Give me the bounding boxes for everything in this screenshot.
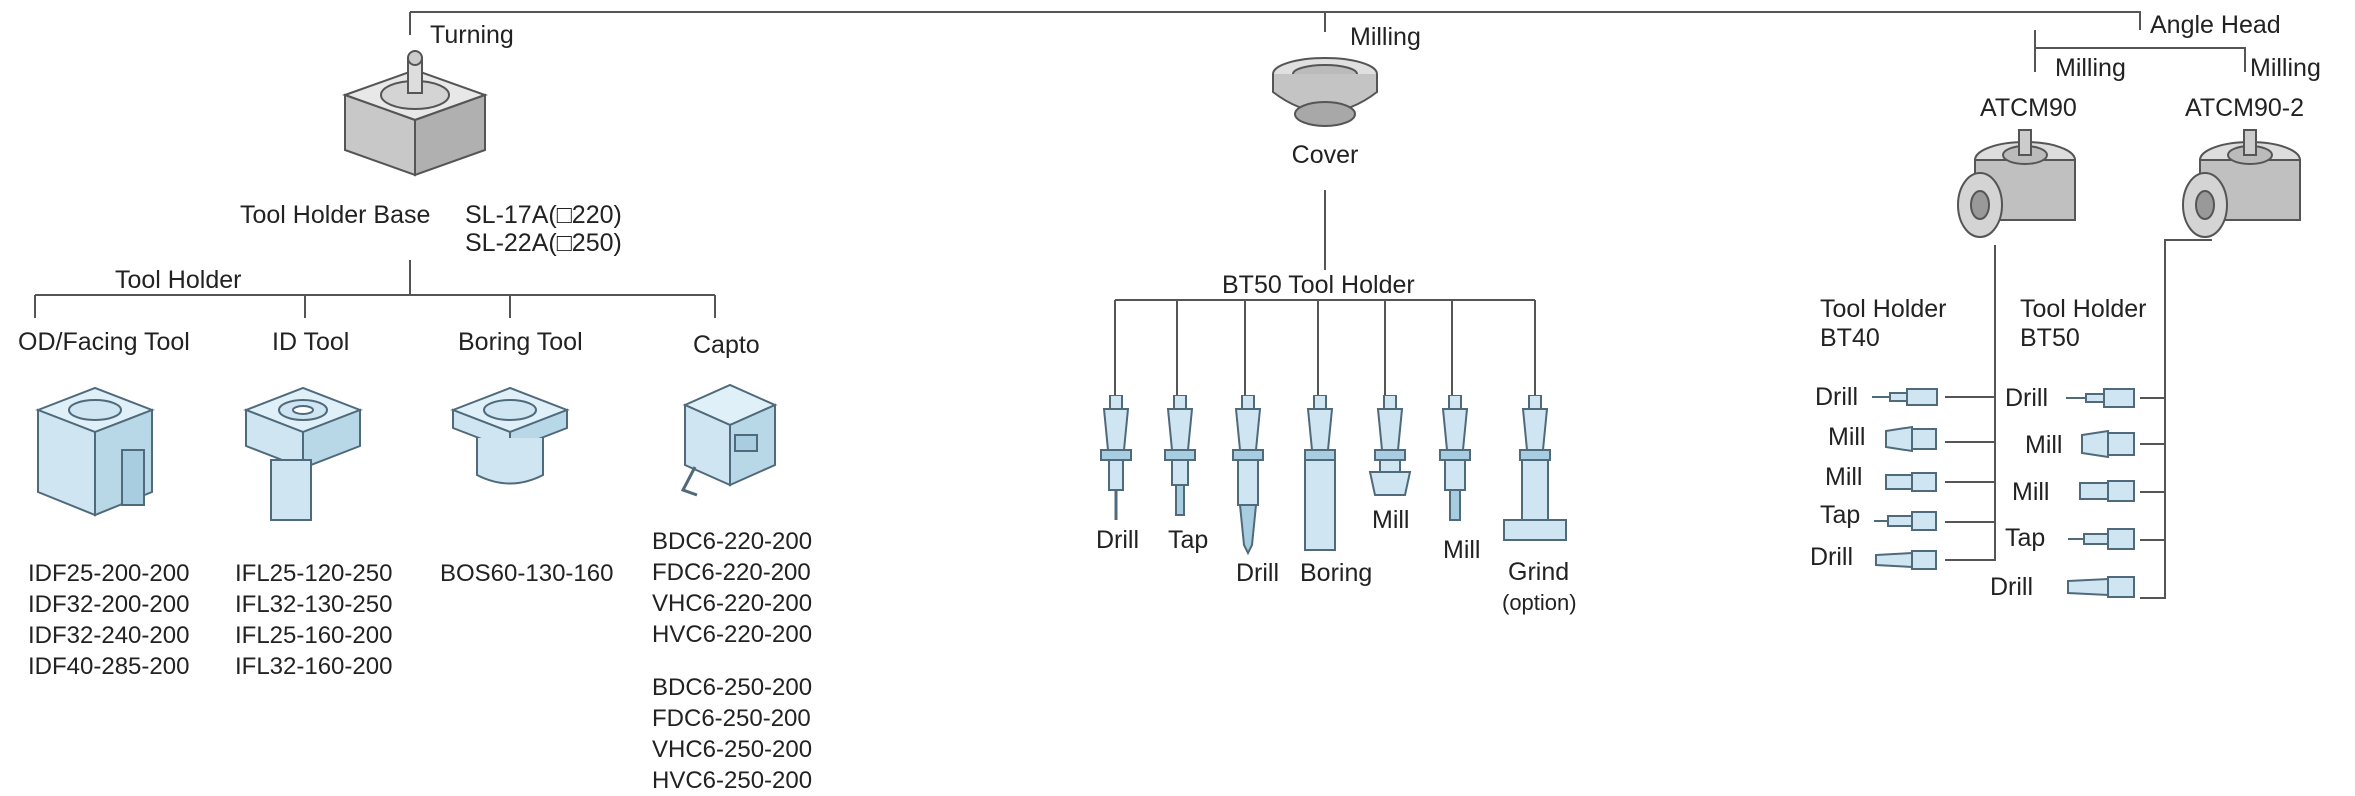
bt50-ah-holder-title: Tool Holder <box>2020 295 2147 323</box>
code-item: IFL25-120-250 <box>235 560 393 587</box>
bt50-ah-tool-mill-2: Mill <box>2012 478 2050 506</box>
id-tool-title: ID Tool <box>272 328 350 356</box>
bt50-tool-grind: Grind <box>1508 558 1570 586</box>
atcm90-2-image <box>2182 129 2301 238</box>
bt50-ah-holder-spec: BT50 <box>2020 324 2080 352</box>
bt50-drill-2-image <box>1232 395 1264 555</box>
code-item: HVC6-220-200 <box>652 621 813 648</box>
code-item: IFL25-160-200 <box>235 622 393 649</box>
code-item: IFL32-130-250 <box>235 591 393 618</box>
bt50-tool-mill-2: Mill <box>1443 536 1481 564</box>
bt40-tool-tap: Tap <box>1820 501 1861 529</box>
bt50-tool-boring: Boring <box>1300 559 1373 587</box>
bt50-grind-option-note: (option) <box>1502 590 1577 615</box>
angle-head-milling-1: Milling <box>2055 54 2126 82</box>
angle-head-milling-2: Milling <box>2250 54 2321 82</box>
base-model-1: SL-17A(□220) <box>465 201 622 229</box>
bt50-grind-image <box>1503 395 1567 541</box>
code-item: IFL32-160-200 <box>235 653 393 680</box>
bt50-ah-tool-drill-2: Drill <box>1990 573 2034 601</box>
id-tool-image <box>243 386 363 521</box>
boring-tool-codes: BOS60-130-160 <box>440 558 613 589</box>
code-item: IDF32-200-200 <box>28 591 190 618</box>
bt50-tool-mill: Mill <box>1372 506 1410 534</box>
bt40-holder-spec: BT40 <box>1820 324 1880 352</box>
capto-title: Capto <box>693 331 760 359</box>
bt40-tool-drill: Drill <box>1815 383 1859 411</box>
od-facing-tool-image <box>35 386 155 517</box>
code-item: IDF25-200-200 <box>28 560 190 587</box>
code-item: FDC6-220-200 <box>652 559 811 586</box>
code-item: IDF32-240-200 <box>28 622 190 649</box>
atcm90-image <box>1957 129 2076 238</box>
bt50-ah-tool-mill: Mill <box>2025 431 2063 459</box>
od-facing-tool-codes: IDF25-200-200 IDF32-200-200 IDF32-240-20… <box>28 558 189 682</box>
code-item: FDC6-250-200 <box>652 705 811 732</box>
cover-label: Cover <box>1291 141 1359 169</box>
bt50-tool-tap: Tap <box>1168 526 1209 554</box>
capto-tool-image <box>680 383 778 497</box>
bt50-ah-tool-tap: Tap <box>2005 524 2046 552</box>
branch-milling-label: Milling <box>1350 23 1421 51</box>
bt50-tap-image <box>1164 395 1196 516</box>
code-item: HVC6-250-200 <box>652 767 813 794</box>
bt40-tool-mill: Mill <box>1828 423 1866 451</box>
boring-tool-image <box>450 386 570 485</box>
cover-image <box>1272 57 1378 127</box>
code-item: VHC6-220-200 <box>652 590 813 617</box>
base-model-2: SL-22A(□250) <box>465 229 622 257</box>
bt50-mill-image <box>1368 395 1412 496</box>
bt40-tool-mill-2: Mill <box>1825 463 1863 491</box>
bt40-tool-icons <box>1872 388 1938 570</box>
bt50-mill-2-image <box>1439 395 1471 521</box>
atcm90-label: ATCM90 <box>1980 94 2077 122</box>
boring-tool-title: Boring Tool <box>458 328 583 356</box>
tool-holder-base-image <box>342 50 488 177</box>
bt50-tool-drill-2: Drill <box>1236 559 1280 587</box>
code-item: VHC6-250-200 <box>652 736 813 763</box>
bt50-tool-drill: Drill <box>1096 526 1140 554</box>
bt50-boring-image <box>1304 395 1336 551</box>
bt50-ah-tool-icons <box>2066 388 2135 598</box>
atcm90-2-label: ATCM90-2 <box>2185 94 2305 122</box>
bt50-tool-holder-label: BT50 Tool Holder <box>1222 271 1415 299</box>
code-item: BOS60-130-160 <box>440 560 614 587</box>
branch-angle-head-label: Angle Head <box>2150 11 2281 39</box>
tool-holder-label: Tool Holder <box>115 266 242 294</box>
code-item: IDF40-285-200 <box>28 653 190 680</box>
code-item: BDC6-220-200 <box>652 528 813 555</box>
code-item: BDC6-250-200 <box>652 674 813 701</box>
od-facing-tool-title: OD/Facing Tool <box>18 328 190 356</box>
bt40-tool-drill-2: Drill <box>1810 543 1854 571</box>
bt50-drill-image <box>1100 395 1132 520</box>
bt40-holder-title: Tool Holder <box>1820 295 1947 323</box>
id-tool-codes: IFL25-120-250 IFL32-130-250 IFL25-160-20… <box>235 558 392 682</box>
tool-holder-base-label: Tool Holder Base <box>240 201 431 229</box>
bt50-ah-tool-drill: Drill <box>2005 384 2049 412</box>
branch-turning-label: Turning <box>430 21 514 49</box>
capto-codes-220: BDC6-220-200 FDC6-220-200 VHC6-220-200 H… <box>652 526 812 650</box>
capto-codes-250: BDC6-250-200 FDC6-250-200 VHC6-250-200 H… <box>652 672 812 796</box>
